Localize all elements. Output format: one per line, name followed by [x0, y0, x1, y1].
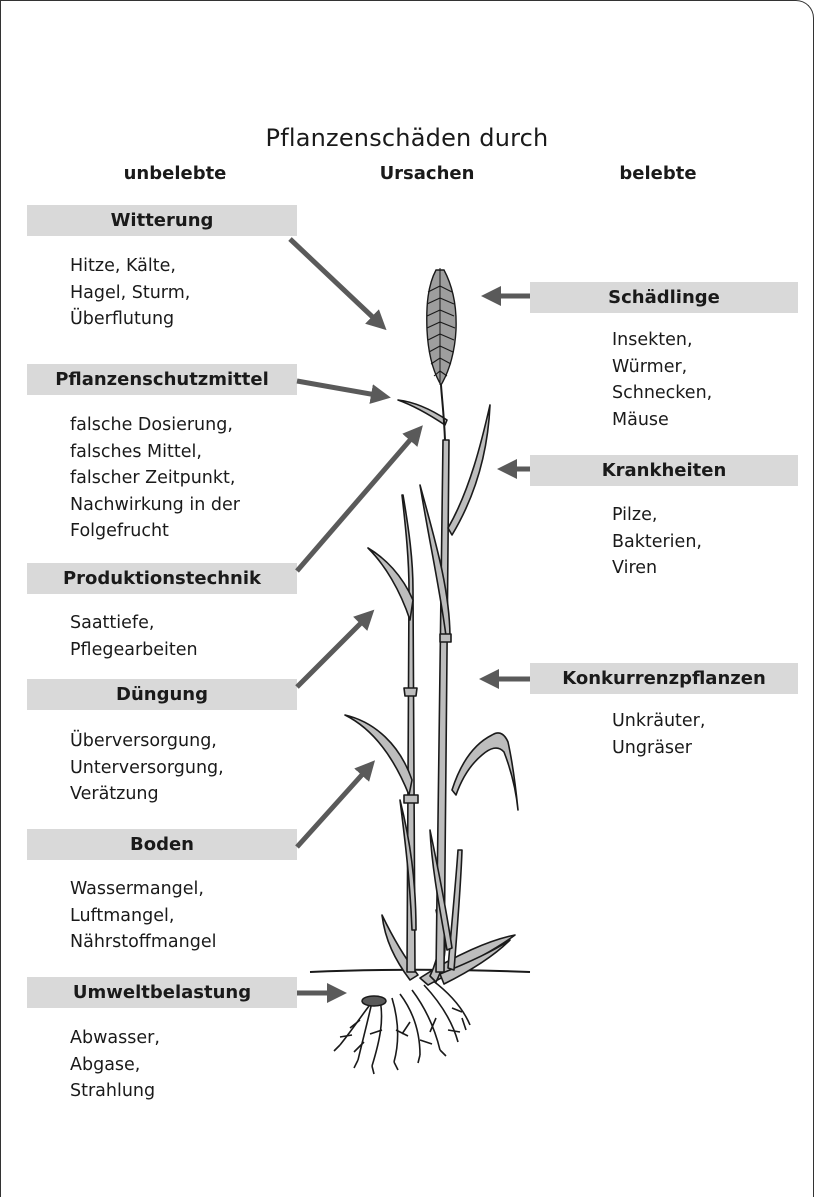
- arrow-witterung: [290, 239, 380, 324]
- seed-icon: [362, 996, 386, 1006]
- roots-icon: [334, 980, 470, 1074]
- arrow-produktionstechnik: [297, 432, 417, 571]
- ground-line: [310, 970, 530, 972]
- arrow-boden: [297, 767, 369, 847]
- arrow-pflanzenschutzmittel: [297, 381, 382, 396]
- arrow-duengung: [297, 616, 368, 687]
